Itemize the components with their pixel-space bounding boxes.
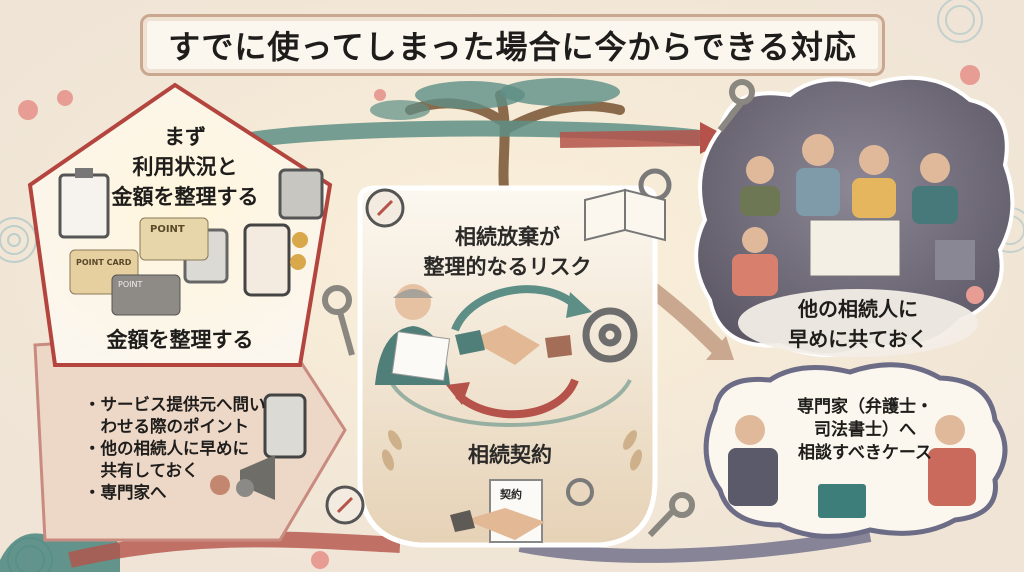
center-bottom-label: 相続契約	[468, 443, 552, 467]
cloud-top-text: 他の相続人に 早めに共ておく	[758, 294, 958, 354]
bullet-line: 共有しておく	[84, 461, 199, 480]
page-title: すでに使ってしまった場合に今からできる対応	[168, 28, 857, 66]
key-icon-top	[717, 79, 755, 132]
clipboard-icon	[58, 168, 110, 239]
heading-line-3: 金額を整理する	[111, 185, 259, 209]
smartphone-icon-coins	[243, 223, 308, 297]
gear-icon-center	[582, 307, 638, 363]
bullet-list: ・サービス提供元へ問い わせる際のポイント ・他の相続人に早めに 共有しておく …	[84, 394, 274, 504]
bullet-line: ・サービス提供元へ問い	[84, 395, 266, 414]
cycle-arrow-bottom	[455, 378, 579, 419]
relatives-illustration	[732, 134, 975, 296]
slate-arrow-bottom	[518, 528, 872, 563]
cloud-bottom-line-1: 専門家（弁護士・	[797, 397, 933, 417]
gear-icon-bottom	[566, 478, 594, 506]
bullet-line: ・専門家へ	[84, 483, 167, 502]
cloud-bottom-text: 専門家（弁護士・ 司法書士）へ 相談すべきケース	[770, 396, 960, 465]
experts-illustration	[728, 415, 976, 518]
cloud-bottom-line-2: 司法書士）へ	[814, 420, 916, 440]
title-banner: すでに使ってしまった場合に今からできる対応	[140, 14, 885, 76]
cherry-blossoms	[18, 65, 984, 569]
red-arrow-top	[559, 130, 701, 148]
cloud-top-line-2: 早めに共ておく	[788, 327, 928, 351]
open-book-icon	[584, 188, 666, 242]
elder-person-illustration	[375, 284, 451, 385]
pentagon-subheading: 金額を整理する	[106, 328, 254, 352]
handshake-icon-center	[455, 325, 572, 365]
cloud-top-line-1: 他の相続人に	[798, 297, 918, 321]
key-icon-left	[322, 285, 355, 356]
point-card-label-1: POINT	[150, 224, 185, 235]
heading-line-2: 利用状況と	[132, 155, 238, 179]
center-title: 相続放棄が 整理的なるリスク	[400, 222, 615, 282]
point-card-label-3: POINT	[118, 280, 143, 289]
center-title-line-1: 相続放棄が	[455, 225, 560, 249]
compass-icon-top	[365, 188, 405, 228]
bullet-line: ・他の相続人に早めに	[84, 439, 249, 458]
heading-line-1: まず	[164, 125, 206, 149]
pentagon-heading: まず 利用状況と 金額を整理する	[80, 122, 290, 212]
center-title-line-2: 整理的なるリスク	[423, 255, 592, 279]
center-panel	[357, 185, 658, 548]
compass-icon-bottom	[325, 485, 365, 525]
point-card-label-2: POINT CARD	[76, 258, 132, 267]
bullet-line: わせる際のポイント	[84, 417, 250, 436]
point-cards	[69, 217, 209, 316]
cloud-bottom-line-3: 相談すべきケース	[798, 443, 932, 463]
cycle-arrow-top	[451, 285, 578, 332]
smartphone-question-icon	[263, 393, 307, 459]
key-icon-bottom	[647, 492, 695, 538]
people-group-icon	[210, 475, 254, 497]
contract-handshake-icon	[450, 479, 545, 543]
contract-doc-label: 契約	[500, 488, 522, 501]
calculator-icon-top	[278, 168, 324, 220]
